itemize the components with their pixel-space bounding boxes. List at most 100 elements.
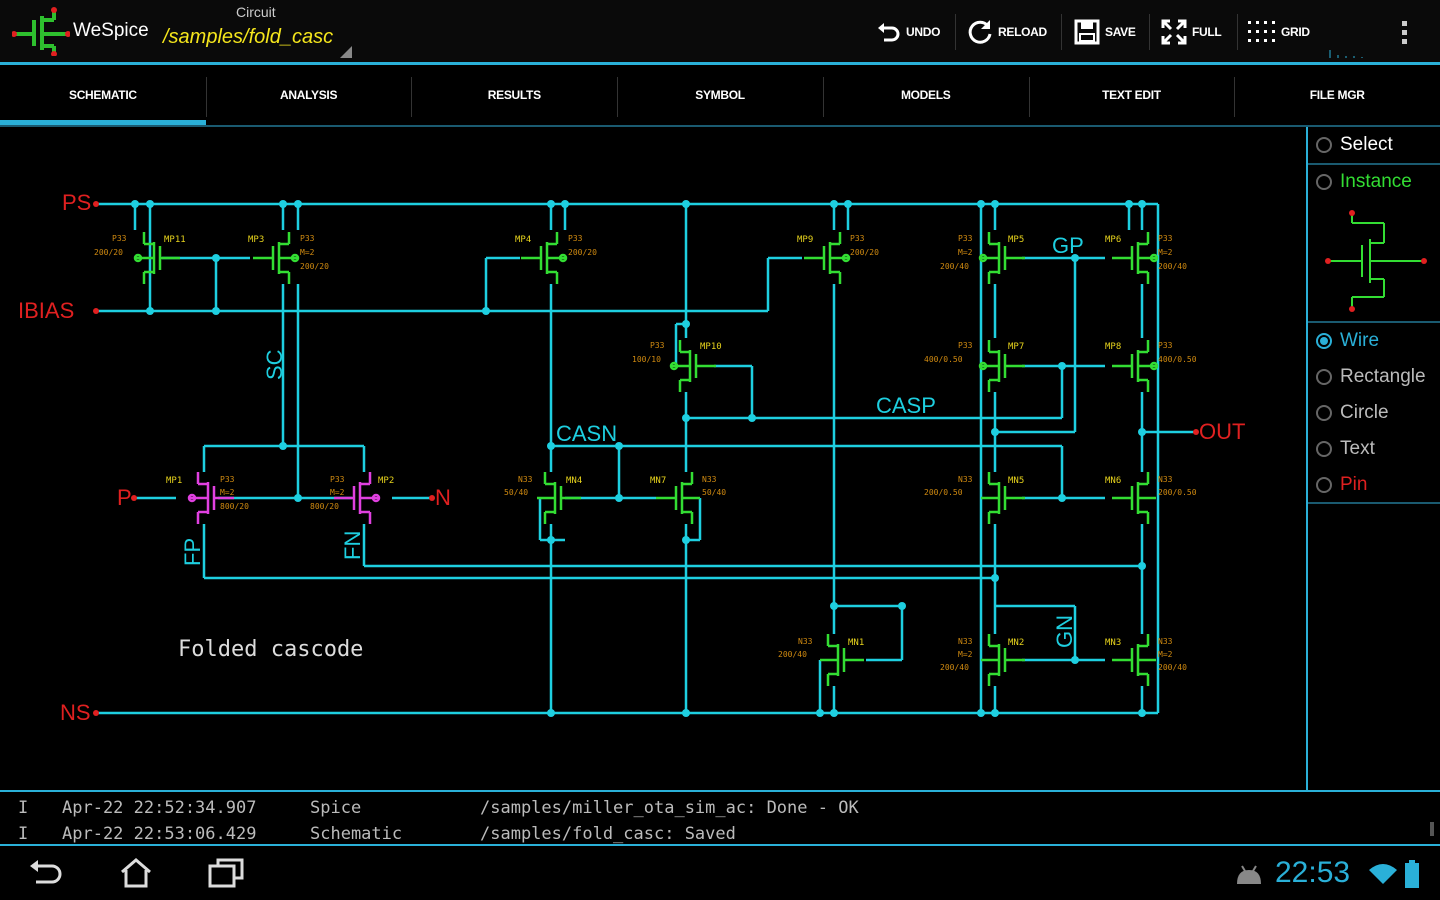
log-source: Schematic bbox=[310, 824, 403, 844]
pin-n[interactable]: N bbox=[435, 485, 451, 510]
device-name-mn7: MN7 bbox=[650, 476, 666, 486]
device-name-mp5: MP5 bbox=[1008, 235, 1024, 245]
panel-divider bbox=[1308, 502, 1440, 504]
tab-models[interactable]: MODELS bbox=[822, 65, 1029, 125]
log-level: I bbox=[18, 824, 29, 844]
tool-wire-label: Wire bbox=[1340, 330, 1380, 351]
radio-wire[interactable] bbox=[1316, 333, 1332, 349]
log-source: Spice bbox=[310, 798, 362, 818]
reload-label: RELOAD bbox=[998, 25, 1047, 39]
param-mn7-model: N33 bbox=[702, 475, 717, 484]
param-mp2-model: P33 bbox=[330, 475, 345, 484]
tab-results[interactable]: RESULTS bbox=[411, 65, 617, 125]
tool-rectangle-label: Rectangle bbox=[1340, 366, 1426, 387]
param-mn2-model: N33 bbox=[958, 637, 973, 646]
param-mp5-model: P33 bbox=[958, 234, 973, 243]
radio-rectangle[interactable] bbox=[1316, 369, 1332, 385]
schematic-canvas[interactable]: PS IBIAS NS P N OUT CASN CASP GP SC FP F… bbox=[0, 127, 1306, 790]
reload-icon bbox=[968, 20, 992, 44]
device-name-mp3: MP3 bbox=[248, 235, 264, 245]
tool-pin[interactable]: Pin bbox=[1316, 470, 1367, 500]
app-name: WeSpice bbox=[73, 20, 149, 41]
param-mp8-model: P33 bbox=[1158, 341, 1173, 350]
tab-file-mgr[interactable]: FILE MGR bbox=[1234, 65, 1440, 125]
radio-select[interactable] bbox=[1316, 137, 1332, 153]
pin-out[interactable]: OUT bbox=[1199, 419, 1245, 444]
pin-ibias[interactable]: IBIAS bbox=[18, 298, 74, 323]
undo-button[interactable]: UNDO bbox=[876, 16, 940, 48]
tab-text-edit[interactable]: TEXT EDIT bbox=[1028, 65, 1235, 125]
toolbar-divider bbox=[1149, 14, 1150, 50]
panel-divider bbox=[1308, 321, 1440, 323]
tab-symbol[interactable]: SYMBOL bbox=[617, 65, 823, 125]
schematic-drawing[interactable]: PS IBIAS NS P N OUT CASN CASP GP SC FP F… bbox=[0, 127, 1306, 790]
net-label-gn: GN bbox=[1052, 615, 1077, 648]
device-name-mp4: MP4 bbox=[515, 235, 531, 245]
fullscreen-icon bbox=[1161, 19, 1187, 45]
radio-pin[interactable] bbox=[1316, 477, 1332, 493]
tool-select-label: Select bbox=[1340, 134, 1393, 155]
net-label-casn: CASN bbox=[556, 421, 617, 446]
param-mn6-size: 200/0.50 bbox=[1158, 488, 1197, 497]
device-name-mn2: MN2 bbox=[1008, 638, 1024, 648]
pin-p[interactable]: P bbox=[117, 485, 132, 510]
param-mp9-size: 200/20 bbox=[850, 248, 879, 257]
tool-rectangle[interactable]: Rectangle bbox=[1316, 362, 1426, 392]
full-button[interactable]: FULL bbox=[1160, 16, 1222, 48]
toolbar-divider bbox=[1061, 14, 1062, 50]
message-log[interactable]: I Apr-22 22:52:34.907 Spice /samples/mil… bbox=[0, 790, 1440, 846]
param-mn3-mult: M=2 bbox=[1158, 650, 1173, 659]
tool-text[interactable]: Text bbox=[1316, 434, 1375, 464]
tool-panel: Select Instance Wire Rect bbox=[1306, 127, 1440, 790]
device-name-mp1: MP1 bbox=[166, 476, 182, 486]
radio-instance[interactable] bbox=[1316, 174, 1332, 190]
param-mp5-size: 200/40 bbox=[940, 262, 969, 271]
param-mp3-model: P33 bbox=[300, 234, 315, 243]
tool-instance[interactable]: Instance bbox=[1316, 167, 1412, 197]
pin-ps[interactable]: PS bbox=[62, 190, 91, 215]
log-scrollbar[interactable] bbox=[1430, 822, 1434, 836]
transistor-symbols[interactable] bbox=[133, 230, 1159, 688]
back-icon[interactable] bbox=[26, 856, 66, 890]
device-name-mp11: MP11 bbox=[164, 235, 186, 245]
param-mn6-model: N33 bbox=[1158, 475, 1173, 484]
device-name-mn4: MN4 bbox=[566, 476, 582, 486]
radio-circle[interactable] bbox=[1316, 405, 1332, 421]
wifi-icon bbox=[1369, 864, 1397, 884]
param-mn5-size: 200/0.50 bbox=[924, 488, 963, 497]
junction-dots bbox=[131, 200, 1146, 717]
recent-apps-icon[interactable] bbox=[206, 856, 246, 890]
home-icon[interactable] bbox=[116, 856, 156, 890]
log-time: Apr-22 22:53:06.429 bbox=[62, 824, 257, 844]
action-bar: WeSpice Circuit /samples/fold_casc UNDO … bbox=[0, 0, 1440, 62]
log-time: Apr-22 22:52:34.907 bbox=[62, 798, 257, 818]
toolbar-divider bbox=[1237, 14, 1238, 50]
circuit-caption: Circuit bbox=[236, 4, 276, 20]
tool-circle[interactable]: Circle bbox=[1316, 398, 1389, 428]
net-label-fn: FN bbox=[340, 531, 365, 560]
device-name-mp2: MP2 bbox=[378, 476, 394, 486]
pin-ns[interactable]: NS bbox=[60, 700, 91, 725]
tab-schematic[interactable]: SCHEMATIC bbox=[0, 65, 206, 125]
param-mn2-size: 200/40 bbox=[940, 663, 969, 672]
reload-button[interactable]: RELOAD bbox=[966, 16, 1047, 48]
full-label: FULL bbox=[1192, 25, 1222, 39]
save-button[interactable]: SAVE bbox=[1073, 16, 1136, 48]
wire-network[interactable] bbox=[96, 202, 1196, 715]
device-name-mp9: MP9 bbox=[797, 235, 813, 245]
device-name-mn3: MN3 bbox=[1105, 638, 1121, 648]
device-name-mn5: MN5 bbox=[1008, 476, 1024, 486]
wespice-logo-icon[interactable] bbox=[12, 6, 70, 56]
radio-text[interactable] bbox=[1316, 441, 1332, 457]
overflow-menu-icon[interactable] bbox=[1396, 18, 1412, 48]
action-bar-divider bbox=[0, 62, 1440, 65]
tool-select[interactable]: Select bbox=[1316, 130, 1393, 160]
tab-analysis[interactable]: ANALYSIS bbox=[205, 65, 412, 125]
param-mp6-mult: M=2 bbox=[1158, 248, 1173, 257]
circuit-path-spinner[interactable]: /samples/fold_casc bbox=[163, 26, 334, 48]
log-message: /samples/fold_casc: Saved bbox=[480, 824, 736, 844]
instance-preview-icon[interactable] bbox=[1322, 209, 1430, 313]
param-mp3-size: 200/20 bbox=[300, 262, 329, 271]
tool-wire[interactable]: Wire bbox=[1316, 326, 1379, 356]
grid-button[interactable]: GRID bbox=[1247, 16, 1310, 48]
